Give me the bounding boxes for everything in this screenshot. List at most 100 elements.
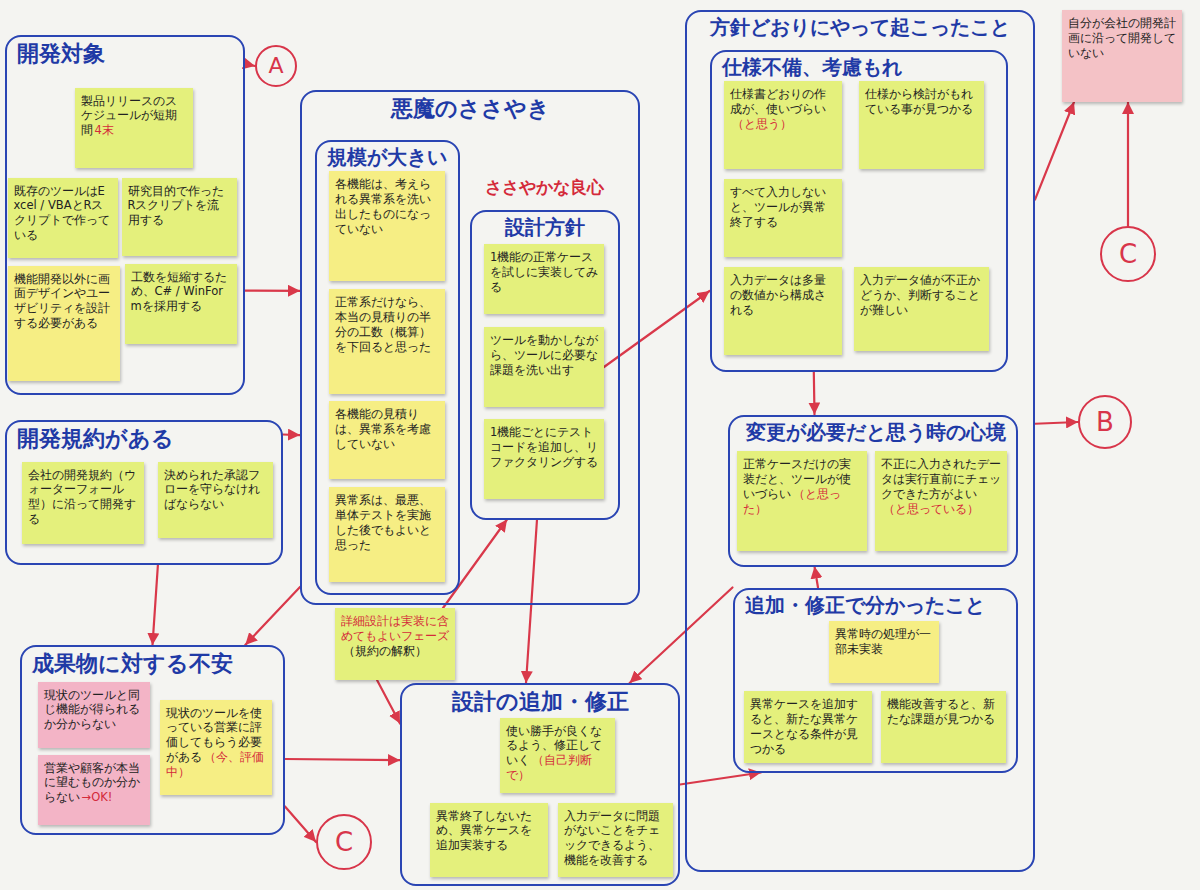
flow-arrow bbox=[443, 520, 507, 609]
circle-marker: A bbox=[255, 45, 297, 87]
note-text: 入力データは多量の数値から構成される bbox=[730, 273, 826, 317]
sticky-note: すべて入力しないと、ツールが異常終了する bbox=[724, 179, 842, 257]
note-text: 異常ケースを追加すると、新たな異常ケースとなる条件が見つかる bbox=[750, 697, 858, 756]
sticky-note: 会社の開発規約（ウォーターフォール型）に沿って開発する bbox=[22, 462, 144, 544]
flow-arrow bbox=[283, 433, 300, 436]
group-heading: 変更が必要だと思う時の心境 bbox=[730, 417, 1016, 448]
note-text: 入力データに問題がないことをチェックできるよう、機能を改善する bbox=[564, 809, 660, 868]
flow-arrow bbox=[153, 565, 158, 645]
group-box: 開発対象製品リリースのスケジュールが短期間4末既存のツールはExcel / VB… bbox=[5, 35, 245, 395]
circle-marker: C bbox=[1100, 226, 1156, 282]
sticky-note: 入力データは多量の数値から構成される bbox=[724, 267, 842, 355]
side-heading: ささやかな良心 bbox=[472, 176, 618, 199]
group-box: 成果物に対する不安現状のツールと同じ機能が得られるか分からない営業や顧客が本当に… bbox=[20, 645, 285, 835]
note-text: 研究目的で作ったRスクリプトを流用する bbox=[128, 184, 224, 228]
note-text: 異常系は、最悪、単体テストを実施した後でもよいと思った bbox=[335, 493, 431, 552]
sticky-note: 各機能の見積りは、異常系を考慮していない bbox=[329, 401, 445, 479]
flow-arrow bbox=[815, 567, 819, 588]
sticky-note: 1機能の正常ケースを試しに実装してみる bbox=[484, 244, 604, 314]
sticky-note: 不正に入力されたデータは実行直前にチェックできた方がよい（と思っている） bbox=[875, 451, 1007, 551]
flow-arrow bbox=[630, 588, 733, 684]
flow-arrow bbox=[1127, 102, 1129, 226]
group-box: 方針どおりにやって起こったこと仕様不備、考慮もれ仕様書どおりの作成が、使いづらい… bbox=[685, 10, 1035, 872]
note-text: 会社の開発規約（ウォーターフォール型）に沿って開発する bbox=[28, 468, 136, 527]
sticky-note: 自分が会社の開発計画に沿って開発していない bbox=[1062, 10, 1182, 102]
circle-letter: C bbox=[335, 829, 353, 855]
sticky-note: 1機能ごとにテストコードを追加し、リファクタリングする bbox=[484, 419, 604, 499]
flow-arrow bbox=[377, 680, 400, 724]
group-heading: 開発対象 bbox=[7, 37, 243, 71]
sticky-note: 異常ケースを追加すると、新たな異常ケースとなる条件が見つかる bbox=[744, 691, 872, 763]
flow-arrow bbox=[285, 807, 316, 843]
group-box: ささやかな良心設計方針1機能の正常ケースを試しに実装してみるツールを動かしながら… bbox=[470, 210, 620, 520]
sticky-note: 営業や顧客が本当に望むものか分からない→OK! bbox=[38, 755, 150, 825]
flow-arrow bbox=[604, 291, 710, 367]
note-text: 仕様から検討がもれている事が見つかる bbox=[865, 87, 973, 116]
sticky-note: 異常終了しないため、異常ケースを追加実装する bbox=[430, 803, 548, 877]
group-heading: 悪魔のささやき bbox=[302, 92, 638, 126]
annotation: （と思う） bbox=[732, 117, 792, 131]
sticky-note: 工数を短縮するため、C# / WinFormを採用する bbox=[125, 264, 237, 344]
annotation: →OK! bbox=[82, 790, 113, 804]
group-heading: 開発規約がある bbox=[7, 422, 281, 456]
circle-letter: C bbox=[1119, 241, 1137, 267]
note-text: 1機能ごとにテストコードを追加し、リファクタリングする bbox=[490, 425, 598, 469]
flow-arrow bbox=[680, 773, 761, 785]
group-box: 悪魔のささやき規模が大きい各機能は、考えられる異常系を洗い出したものになっていな… bbox=[300, 90, 640, 605]
sticky-note: 仕様書どおりの作成が、使いづらい（と思う） bbox=[724, 81, 842, 169]
sticky-note: 製品リリースのスケジュールが短期間4末 bbox=[75, 88, 193, 168]
group-heading: 方針どおりにやって起こったこと bbox=[687, 12, 1033, 43]
circle-marker: B bbox=[1078, 395, 1132, 449]
note-text: 既存のツールはExcel / VBAとRスクリプトで作っている bbox=[14, 184, 110, 243]
group-heading: 追加・修正で分かったこと bbox=[735, 590, 1016, 621]
sticky-note: 異常時の処理が一部未実装 bbox=[829, 621, 939, 683]
group-box: 設計の追加・修正使い勝手が良くなるよう、修正していく（自己判断で） 異常終了しない… bbox=[400, 683, 680, 886]
circle-letter: A bbox=[268, 55, 283, 77]
sticky-note: 詳細設計は実装に含めてもよいフェーズ（規約の解釈） bbox=[335, 608, 455, 680]
note-text: 入力データ値が不正かどうか、判断することが難しい bbox=[860, 273, 980, 317]
annotation: 4末 bbox=[95, 123, 114, 137]
group-box: 規模が大きい各機能は、考えられる異常系を洗い出したものになっていない正常系だけな… bbox=[315, 140, 460, 595]
sticky-note: 機能改善すると、新たな課題が見つかる bbox=[881, 691, 1006, 763]
sticky-note: 現状のツールを使っている営業に評価してもらう必要がある（今、評価中） bbox=[160, 700, 272, 795]
flow-arrow bbox=[245, 290, 300, 292]
sticky-note: 入力データに問題がないことをチェックできるよう、機能を改善する bbox=[558, 803, 673, 877]
note-text: 異常終了しないため、異常ケースを追加実装する bbox=[436, 809, 532, 853]
note-text: 決められた承認フローを守らなければならない bbox=[164, 468, 260, 512]
note-text: 不正に入力されたデータは実行直前にチェックできた方がよい bbox=[881, 457, 1001, 501]
note-text: 機能改善すると、新たな課題が見つかる bbox=[887, 697, 995, 726]
sticky-note: 現状のツールと同じ機能が得られるか分からない bbox=[38, 682, 150, 748]
annotation: （規約の解釈） bbox=[343, 644, 427, 658]
note-text: 機能開発以外に画面デザインやユーザビリティを設計する必要がある bbox=[14, 272, 110, 331]
group-heading: 成果物に対する不安 bbox=[22, 647, 283, 681]
group-box: 仕様不備、考慮もれ仕様書どおりの作成が、使いづらい（と思う） 仕様から検討がもれて… bbox=[710, 50, 1008, 372]
sticky-note: 決められた承認フローを守らなければならない bbox=[158, 462, 273, 538]
group-heading: 設計の追加・修正 bbox=[402, 685, 678, 719]
sticky-note: 仕様から検討がもれている事が見つかる bbox=[859, 81, 984, 169]
flow-arrow bbox=[526, 520, 537, 684]
circle-marker: C bbox=[316, 814, 372, 870]
note-text: 現状のツールと同じ機能が得られるか分からない bbox=[44, 688, 140, 732]
note-text: 1機能の正常ケースを試しに実装してみる bbox=[490, 250, 598, 294]
group-box: 変更が必要だと思う時の心境正常ケースだけの実装だと、ツールが使いづらい（と思った… bbox=[728, 415, 1018, 567]
note-text: 自分が会社の開発計画に沿って開発していない bbox=[1068, 16, 1176, 60]
sticky-note: 機能開発以外に画面デザインやユーザビリティを設計する必要がある bbox=[8, 266, 120, 381]
group-box: 追加・修正で分かったこと異常時の処理が一部未実装異常ケースを追加すると、新たな異… bbox=[733, 588, 1018, 773]
flow-arrow bbox=[245, 587, 300, 645]
group-heading: 規模が大きい bbox=[317, 142, 458, 173]
note-text: 正常系だけなら、本当の見積りの半分の工数（概算）を下回ると思った bbox=[335, 295, 431, 354]
note-text: ツールを動かしながら、ツールに必要な課題を洗い出す bbox=[490, 333, 598, 377]
flow-arrow bbox=[285, 759, 400, 760]
flow-arrow bbox=[245, 64, 255, 66]
sticky-note: 正常ケースだけの実装だと、ツールが使いづらい（と思った） bbox=[737, 451, 867, 551]
annotation: （と思っている） bbox=[883, 502, 979, 516]
group-heading: 設計方針 bbox=[472, 212, 618, 243]
sticky-note: 各機能は、考えられる異常系を洗い出したものになっていない bbox=[329, 171, 445, 281]
note-text: すべて入力しないと、ツールが異常終了する bbox=[730, 185, 826, 229]
flow-arrow bbox=[1035, 102, 1074, 200]
sticky-note: 研究目的で作ったRスクリプトを流用する bbox=[122, 178, 237, 256]
group-heading: 仕様不備、考慮もれ bbox=[712, 52, 1006, 83]
sticky-note: 正常系だけなら、本当の見積りの半分の工数（概算）を下回ると思った bbox=[329, 289, 445, 394]
sticky-note: 使い勝手が良くなるよう、修正していく（自己判断で） bbox=[500, 718, 615, 793]
